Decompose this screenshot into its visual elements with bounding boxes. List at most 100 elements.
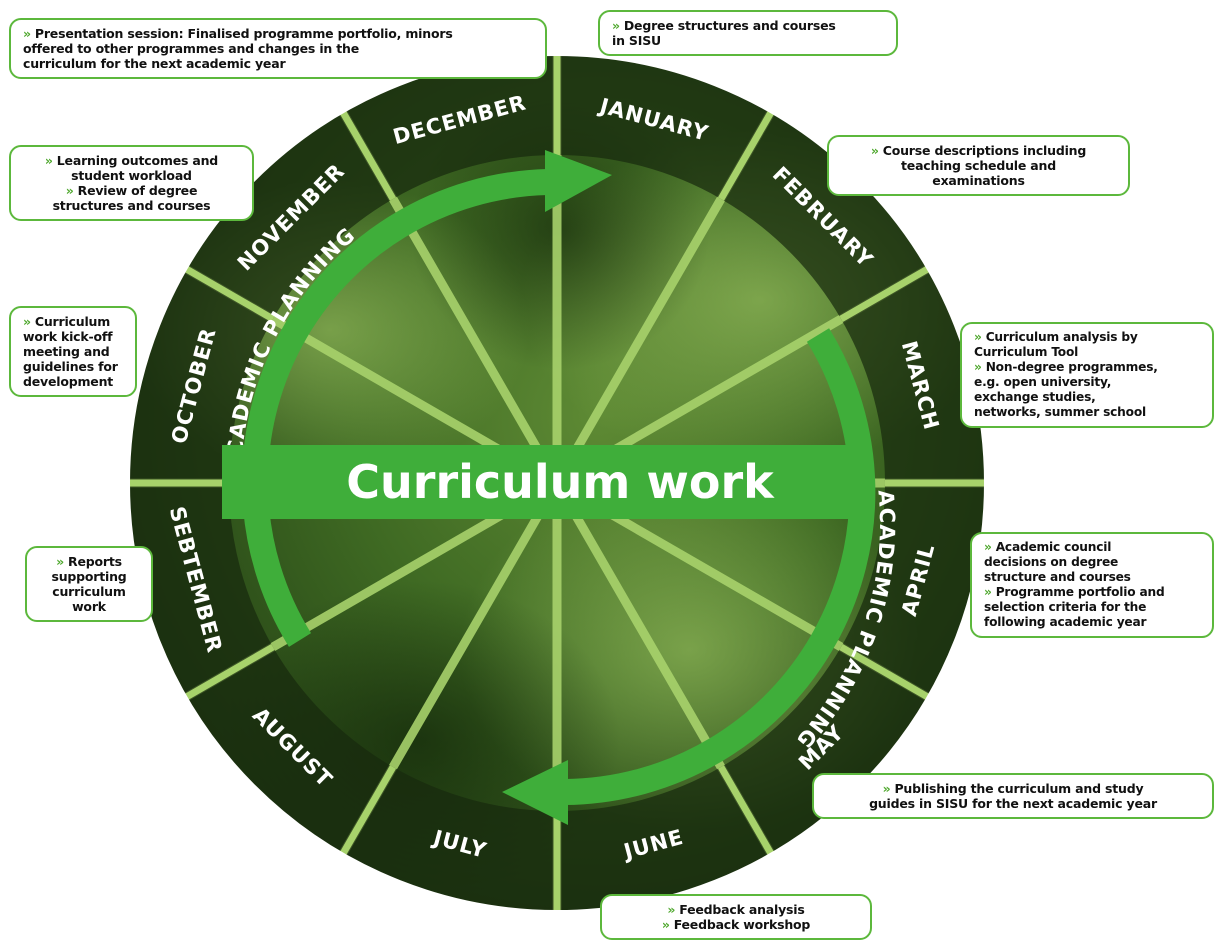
month-segment: [129, 483, 273, 697]
month-segment: [557, 767, 771, 911]
callout-line: »Academic council: [984, 540, 1200, 555]
bullet-icon: »: [984, 585, 992, 599]
callout-text: examinations: [932, 173, 1025, 188]
callout-line: guides in SISU for the next academic yea…: [826, 796, 1200, 811]
callout-text: networks, summer school: [974, 405, 1146, 419]
callout-line: offered to other programmes and changes …: [23, 41, 533, 56]
callout-text: Reports: [68, 554, 122, 569]
bullet-icon: »: [870, 143, 879, 158]
bullet-icon: »: [984, 540, 992, 554]
callout-text: e.g. open university,: [974, 375, 1112, 389]
callout-line: curriculum: [39, 584, 139, 599]
callout-text: student workload: [71, 168, 192, 183]
segment-divider: [339, 110, 397, 201]
callout-text: Non-degree programmes,: [985, 360, 1158, 374]
callout-text: guidelines for: [23, 359, 118, 374]
diagram-title: Curriculum work: [346, 455, 775, 509]
callout-line: »Review of degree: [23, 183, 240, 198]
callout-text: Programme portfolio and: [995, 585, 1165, 599]
callout-line: development: [23, 374, 123, 389]
segment-divider: [839, 643, 930, 701]
callout-line: structures and courses: [23, 198, 240, 213]
segment-divider: [339, 765, 397, 856]
callout-line: guidelines for: [23, 359, 123, 374]
callout-text: structures and courses: [52, 198, 211, 213]
bullet-icon: »: [65, 183, 74, 198]
callout-text: Curriculum analysis by: [985, 330, 1138, 344]
month-segment: [186, 647, 393, 854]
wheel-rim: [128, 54, 986, 912]
callout-line: curriculum for the next academic year: [23, 56, 533, 71]
callout-line: work: [39, 599, 139, 614]
callout-line: examinations: [841, 173, 1116, 188]
callout-text: in SISU: [612, 33, 661, 48]
callout-text: Feedback analysis: [679, 902, 805, 917]
month-segment: [343, 54, 557, 199]
month-segment: [186, 112, 393, 319]
callout-text: meeting and: [23, 344, 110, 359]
callout-line: »Learning outcomes and: [23, 153, 240, 168]
callout-text: supporting: [51, 569, 127, 584]
callout-text: Review of degree: [77, 183, 198, 198]
callout-line: work kick-off: [23, 329, 123, 344]
callout-line: »Curriculum: [23, 314, 123, 329]
callout-text: work kick-off: [23, 329, 113, 344]
callout-text: Degree structures and courses: [623, 18, 836, 33]
callout-line: »Degree structures and courses: [612, 18, 884, 33]
callout-text: structure and courses: [984, 570, 1131, 584]
callout-june: »Feedback analysis»Feedback workshop: [600, 894, 872, 940]
callout-line: teaching schedule and: [841, 158, 1116, 173]
callout-line: in SISU: [612, 33, 884, 48]
callout-text: Presentation session: Finalised programm…: [34, 26, 453, 41]
month-segment: [841, 483, 985, 697]
month-segment: [343, 767, 557, 911]
bullet-icon: »: [612, 18, 620, 33]
callout-line: »Curriculum analysis by: [974, 330, 1200, 345]
callout-line: structure and courses: [984, 570, 1200, 585]
callout-text: curriculum for the next academic year: [23, 56, 286, 71]
callout-line: »Reports: [39, 554, 139, 569]
callout-line: »Publishing the curriculum and study: [826, 781, 1200, 796]
callout-text: Academic council: [995, 540, 1112, 554]
callout-line: student workload: [23, 168, 240, 183]
bullet-icon: »: [974, 360, 982, 374]
callout-december: »Presentation session: Finalised program…: [9, 18, 547, 79]
callout-line: decisions on degree: [984, 555, 1200, 570]
segment-divider: [717, 765, 775, 856]
curriculum-band: [222, 445, 862, 519]
callout-text: work: [72, 599, 106, 614]
segment-divider: [717, 110, 775, 201]
callout-text: Course descriptions including: [882, 143, 1087, 158]
month-segment: [721, 647, 928, 854]
callout-line: »Course descriptions including: [841, 143, 1116, 158]
callout-line: »Programme portfolio and: [984, 585, 1200, 600]
callout-text: exchange studies,: [974, 390, 1096, 404]
cycle-arrows: [242, 150, 876, 825]
bullet-icon: »: [667, 902, 676, 917]
callout-text: Feedback workshop: [673, 917, 811, 932]
month-ring: [128, 54, 986, 912]
callout-line: »Presentation session: Finalised program…: [23, 26, 533, 41]
segment-divider: [184, 643, 275, 701]
segment-divider: [839, 265, 930, 323]
callout-text: decisions on degree: [984, 555, 1119, 569]
callout-text: following academic year: [984, 615, 1147, 629]
bullet-icon: »: [44, 153, 53, 168]
callout-text: offered to other programmes and changes …: [23, 41, 360, 56]
callout-line: »Feedback workshop: [614, 917, 858, 932]
month-segment: [841, 269, 985, 483]
bullet-icon: »: [56, 554, 65, 569]
callout-text: teaching schedule and: [901, 158, 1056, 173]
month-segment: [721, 112, 928, 319]
bullet-icon: »: [23, 314, 31, 329]
callout-text: Learning outcomes and: [56, 153, 219, 168]
bullet-icon: »: [974, 330, 982, 344]
bullet-icon: »: [23, 26, 31, 41]
